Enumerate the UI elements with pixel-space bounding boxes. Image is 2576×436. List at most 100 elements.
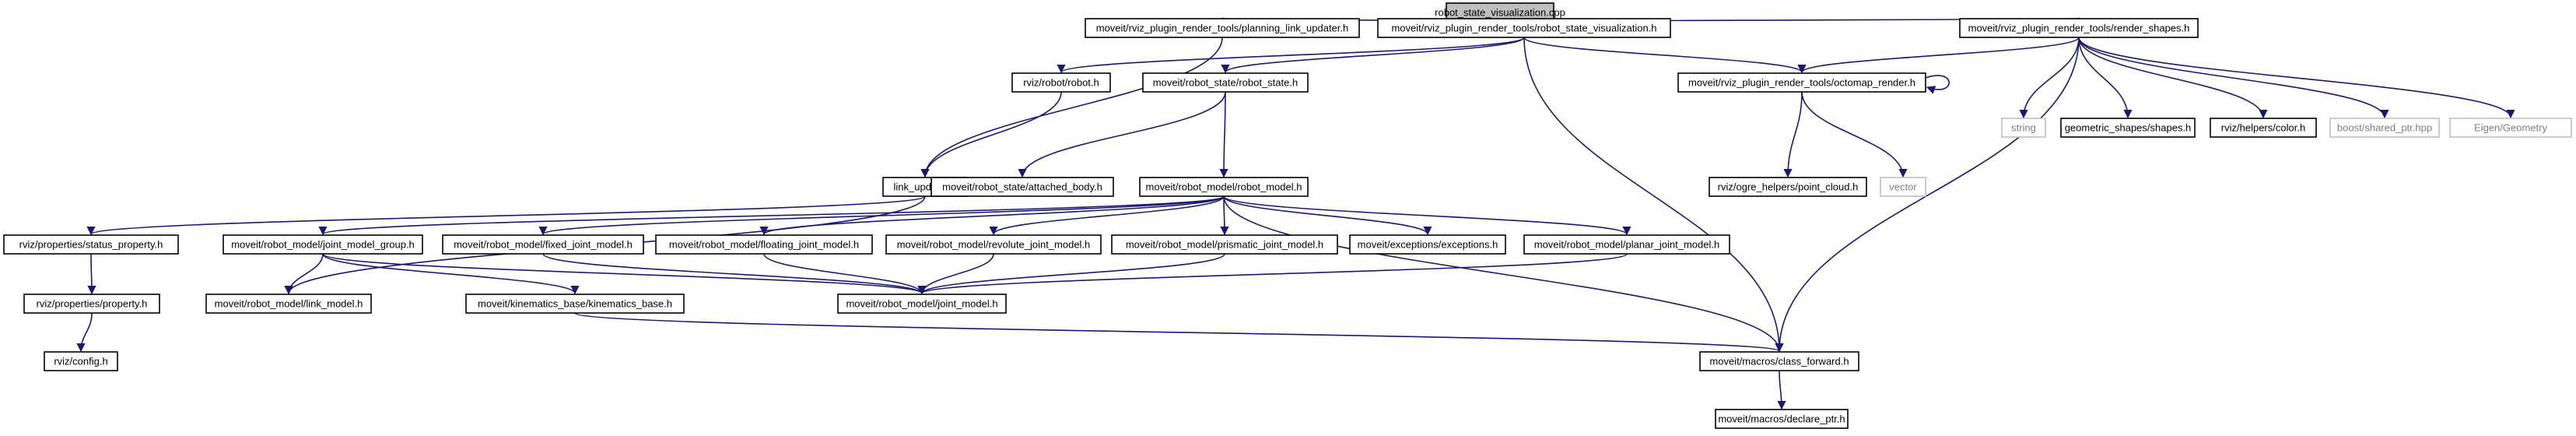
node-color[interactable]: rviz/helpers/color.h [2210, 118, 2317, 138]
node-label: vector [1889, 181, 1917, 193]
node-sharedptr: boost/shared_ptr.hpp [2329, 118, 2440, 138]
node-box [205, 294, 372, 314]
edge-rmodel-to-classfwd [1223, 195, 1784, 353]
node-label: rviz/properties/property.h [37, 298, 148, 310]
node-octomap[interactable]: moveit/rviz_plugin_render_tools/octomap_… [1677, 72, 1926, 93]
node-box [1523, 234, 1730, 255]
node-jointmodel[interactable]: moveit/robot_model/joint_model.h [837, 294, 1007, 314]
node-statusprop[interactable]: rviz/properties/status_property.h [3, 234, 179, 255]
edge-octomap-to-octomap [1925, 75, 1950, 94]
node-rvizrobot[interactable]: rviz/robot/robot.h [1011, 72, 1111, 93]
edge-rsvh-to-rvizrobot [1057, 37, 1525, 74]
node-shapes[interactable]: geometric_shapes/shapes.h [2060, 118, 2196, 138]
edge-plu-to-linkupd [920, 37, 1223, 178]
node-exceptions[interactable]: moveit/exceptions/exceptions.h [1349, 234, 1506, 255]
node-fixed[interactable]: moveit/robot_model/fixed_joint_model.h [442, 234, 644, 255]
node-label: moveit/robot_model/link_model.h [215, 298, 363, 310]
node-kinbase[interactable]: moveit/kinematics_base/kinematics_base.h [465, 294, 685, 314]
node-label: moveit/rviz_plugin_render_tools/octomap_… [1688, 77, 1915, 89]
node-attached[interactable]: moveit/robot_state/attached_body.h [931, 177, 1114, 197]
node-vector: vector [1880, 177, 1926, 197]
node-box [465, 294, 685, 314]
node-label: moveit/robot_model/joint_model.h [846, 298, 997, 310]
node-classfwd[interactable]: moveit/macros/class_forward.h [1699, 351, 1859, 371]
node-box [1959, 18, 2199, 38]
node-box [1142, 72, 1309, 93]
edge-rshapes-to-sharedptr [2078, 37, 2389, 119]
node-rstate[interactable]: moveit/robot_state/robot_state.h [1142, 72, 1309, 93]
node-label: rviz/ogre_helpers/point_cloud.h [1718, 181, 1859, 193]
node-label: geometric_shapes/shapes.h [2065, 122, 2192, 134]
node-box [837, 294, 1007, 314]
edge-rvizrobot-to-linkupd [920, 91, 1062, 178]
node-config[interactable]: rviz/config.h [44, 351, 118, 371]
edge-rshapes-to-eigen [2078, 37, 2515, 119]
node-rmodel[interactable]: moveit/robot_model/robot_model.h [1139, 177, 1309, 197]
node-label: moveit/robot_model/joint_model_group.h [231, 239, 415, 251]
edge-planar-to-jointmodel [917, 253, 1628, 295]
node-box [23, 294, 160, 314]
node-label: moveit/macros/class_forward.h [1709, 356, 1849, 367]
node-string: string [2001, 118, 2046, 138]
node-box [931, 177, 1114, 197]
node-property[interactable]: rviz/properties/property.h [23, 294, 160, 314]
node-revolute[interactable]: moveit/robot_model/revolute_joint_model.… [885, 234, 1102, 255]
node-pointcloud[interactable]: rviz/ogre_helpers/point_cloud.h [1709, 177, 1867, 197]
node-rshapes[interactable]: moveit/rviz_plugin_render_tools/render_s… [1959, 18, 2199, 38]
edge-rmodel-to-revolute [989, 195, 1225, 236]
node-label: moveit/robot_model/revolute_joint_model.… [897, 239, 1091, 251]
node-jmg[interactable]: moveit/robot_model/joint_model_group.h [223, 234, 423, 255]
node-box [3, 234, 179, 255]
edge-rshapes-to-shapes [2078, 37, 2133, 119]
node-box [1011, 72, 1111, 93]
edge-rshapes-to-string [2019, 37, 2080, 119]
node-label: moveit/rviz_plugin_render_tools/robot_st… [1391, 23, 1656, 34]
edge-jmg-to-linkmodel [284, 253, 324, 295]
edge-rmodel-to-exceptions [1223, 195, 1432, 236]
node-box [1349, 234, 1506, 255]
node-box [1085, 18, 1360, 38]
node-label: moveit/robot_model/planar_joint_model.h [1534, 239, 1719, 251]
node-label: moveit/robot_state/robot_state.h [1153, 77, 1298, 89]
edge-classfwd-to-declptr [1777, 370, 1786, 410]
edge-rsvh-to-rstate [1221, 37, 1525, 74]
edge-rsvh-to-classfwd [1523, 37, 1784, 353]
node-plu[interactable]: moveit/rviz_plugin_render_tools/planning… [1085, 18, 1360, 38]
edge-rmodel-to-planar [1223, 195, 1631, 236]
edge-octomap-to-pointcloud [1783, 91, 1803, 178]
node-box [1139, 177, 1309, 197]
node-declptr[interactable]: moveit/macros/declare_ptr.h [1715, 409, 1849, 429]
edge-octomap-to-vector [1801, 91, 1908, 178]
node-planar[interactable]: moveit/robot_model/planar_joint_model.h [1523, 234, 1730, 255]
node-rsvh[interactable]: moveit/rviz_plugin_render_tools/robot_st… [1377, 18, 1671, 38]
node-label: moveit/rviz_plugin_render_tools/planning… [1096, 23, 1349, 34]
node-label: moveit/exceptions/exceptions.h [1358, 239, 1498, 251]
edge-prismatic-to-jointmodel [917, 253, 1225, 295]
node-box [2329, 118, 2440, 138]
edge-statusprop-to-property [87, 253, 96, 295]
edge-rshapes-to-color [2078, 37, 2268, 119]
edge-rmodel-to-fixed [538, 195, 1225, 236]
node-box [2210, 118, 2317, 138]
node-box [44, 351, 118, 371]
edge-rmodel-to-jmg [318, 195, 1225, 236]
node-label: moveit/robot_model/floating_joint_model.… [669, 239, 859, 251]
node-label: moveit/kinematics_base/kinematics_base.h [478, 298, 672, 310]
node-label: robot_state_visualization.cpp [1435, 7, 1565, 19]
edge-rstate-to-attached [1018, 91, 1226, 178]
node-floating[interactable]: moveit/robot_model/floating_joint_model.… [655, 234, 873, 255]
node-label: moveit/robot_model/robot_model.h [1146, 181, 1302, 193]
edge-rshapes-to-octomap [1797, 37, 2080, 74]
edge-rsvh-to-octomap [1523, 37, 1807, 74]
node-box [1709, 177, 1867, 197]
edge-linkupd-to-statusprop [86, 195, 926, 236]
node-prismatic[interactable]: moveit/robot_model/prismatic_joint_model… [1111, 234, 1338, 255]
node-box [223, 234, 423, 255]
node-box [885, 234, 1102, 255]
edge-property-to-config [76, 312, 93, 353]
node-linkmodel[interactable]: moveit/robot_model/link_model.h [205, 294, 372, 314]
node-label: rviz/robot/robot.h [1023, 77, 1099, 89]
node-label: string [2011, 122, 2036, 134]
node-label: moveit/robot_state/attached_body.h [942, 181, 1102, 193]
